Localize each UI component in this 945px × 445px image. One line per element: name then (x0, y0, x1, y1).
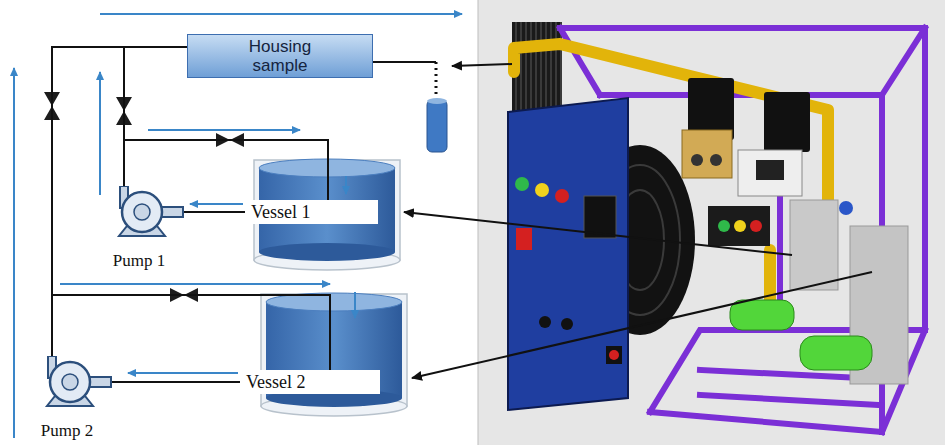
flow-arrow-part (128, 372, 238, 374)
machine-parts-part (691, 154, 703, 166)
machine-render (478, 0, 945, 445)
purple-frame-part (600, 95, 882, 432)
vessel-label: Vessel 1 (245, 200, 378, 224)
control-panel-part (609, 350, 619, 360)
housing-box: Housing sample (187, 34, 373, 78)
vessel-name: Vessel 1 (251, 202, 311, 222)
leader-arrow-part (452, 64, 512, 66)
flow-arrow-part (100, 13, 462, 15)
machine-parts-part (800, 336, 872, 370)
machine-parts-part (750, 220, 762, 232)
machine-parts-part (708, 206, 770, 246)
sample-outlet-part (373, 61, 436, 63)
flow-arrow (14, 14, 462, 438)
flow-arrow-part (148, 129, 300, 131)
control-panel-part (516, 228, 532, 250)
sample-outlet-part (435, 62, 438, 96)
housing-label: Housing sample (225, 37, 335, 75)
sample-outlet (373, 62, 447, 152)
control-panel-part (508, 98, 628, 410)
machine-parts-part (738, 150, 802, 196)
vessel-name: Vessel 2 (246, 372, 306, 392)
control-panel-part (535, 183, 549, 197)
machine-parts-part (756, 160, 784, 180)
machine-parts-part (734, 220, 746, 232)
pipe-line (52, 295, 330, 370)
flow-arrow-part (99, 72, 101, 195)
control-panel-part (515, 177, 529, 191)
pump-label: Pump 1 (82, 252, 196, 270)
valve-symbol (44, 92, 244, 302)
control-panel-part (561, 318, 573, 330)
pipe-line (52, 47, 187, 356)
flow-arrow-part (13, 68, 15, 438)
machine-parts (682, 78, 908, 384)
leader-arrow (404, 64, 872, 378)
flow-arrow-part (354, 292, 356, 318)
machine-parts-part (839, 201, 853, 215)
machine-render-part (478, 0, 479, 445)
pipe-line (183, 211, 245, 213)
vessel-cylinder-part (259, 243, 395, 261)
pipe-line (124, 140, 328, 200)
machine-parts-part (682, 130, 732, 178)
machine-parts-part (730, 300, 794, 330)
machine-parts-part (718, 220, 730, 232)
sample-outlet-part (427, 98, 447, 104)
leader-arrow-part (404, 212, 792, 255)
pump-symbol (107, 186, 187, 238)
vessel-label: Vessel 2 (240, 370, 380, 394)
flow-arrow-part (60, 283, 330, 285)
flow-arrow-part (190, 203, 243, 205)
sample-outlet-part (427, 100, 447, 152)
pipe-line (124, 47, 187, 186)
leader-arrow-part (412, 272, 872, 378)
machine-parts-part (790, 200, 838, 290)
pump-node: Pump 2 (10, 356, 124, 442)
control-panel-part (606, 346, 622, 364)
machine-render-part (478, 0, 945, 445)
control-panel (508, 98, 628, 410)
pipe-line (111, 381, 240, 383)
flow-arrow-part (345, 176, 347, 194)
yellow-pipe-part (764, 250, 776, 300)
control-panel-part (555, 189, 569, 203)
vessel-cylinder (261, 293, 407, 416)
pump-symbol (35, 356, 115, 408)
pump-node: Pump 1 (82, 186, 196, 272)
machine-parts-part (764, 92, 810, 152)
machine-parts-part (710, 154, 722, 166)
pump-label: Pump 2 (10, 422, 124, 440)
control-panel-part (539, 316, 551, 328)
